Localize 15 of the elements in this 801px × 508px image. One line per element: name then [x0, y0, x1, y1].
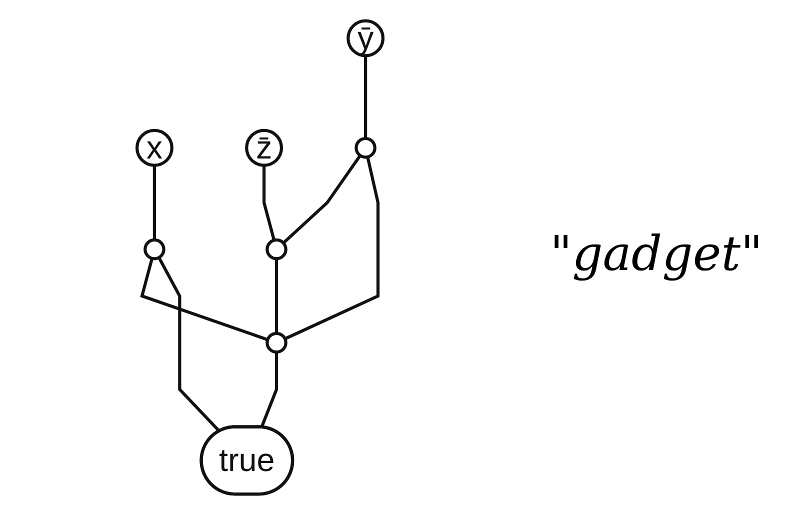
node-circle — [266, 238, 288, 260]
node-circle — [266, 332, 288, 354]
connector — [364, 56, 368, 138]
connector — [282, 154, 362, 244]
connector — [158, 256, 221, 433]
connector — [262, 165, 276, 241]
connector — [140, 258, 268, 342]
node-circle: x — [135, 128, 174, 167]
connector — [152, 165, 156, 240]
connector — [274, 258, 278, 334]
node-circle: z̄ — [245, 128, 284, 167]
note-text: "gadget" — [550, 226, 764, 282]
node-circle — [144, 238, 166, 260]
node-circle — [354, 136, 376, 159]
connector — [284, 156, 380, 340]
